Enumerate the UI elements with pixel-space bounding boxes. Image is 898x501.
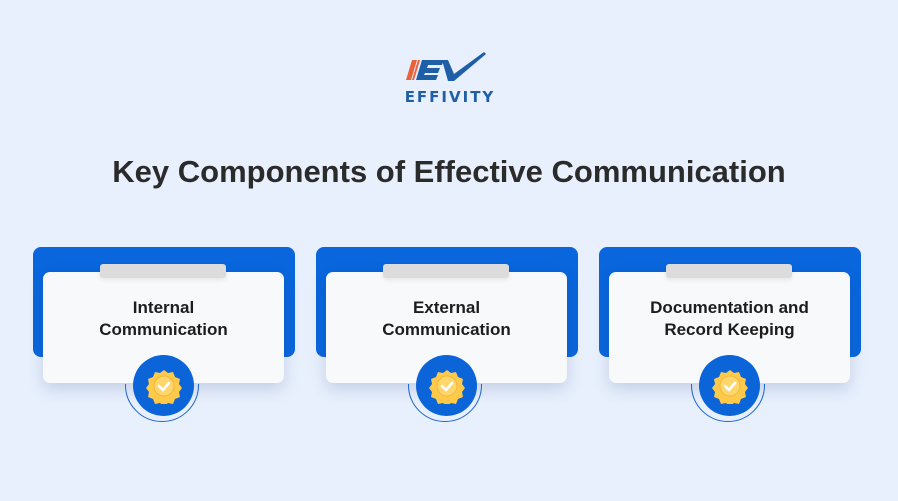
card-tab xyxy=(383,264,509,278)
badge-circle xyxy=(699,355,760,416)
card-label: Documentation and Record Keeping xyxy=(650,298,809,339)
page-title: Key Components of Effective Communicatio… xyxy=(112,154,786,189)
card-label: Internal Communication xyxy=(99,298,228,339)
component-card-documentation: Documentation and Record Keeping xyxy=(599,247,861,447)
card-label: External Communication xyxy=(382,298,511,339)
badge-circle xyxy=(133,355,194,416)
brand-name: EFFIVITY xyxy=(404,88,496,106)
component-card-external: External Communication xyxy=(316,247,578,447)
badge-circle xyxy=(416,355,477,416)
check-badge-icon xyxy=(145,369,182,404)
card-tab xyxy=(666,264,792,278)
card-tab xyxy=(100,264,226,278)
check-badge-icon xyxy=(711,369,748,404)
ev-logo-icon xyxy=(406,52,486,81)
check-badge-icon xyxy=(428,369,465,404)
component-card-internal: Internal Communication xyxy=(33,247,295,447)
effivity-logo: EFFIVITY xyxy=(384,48,516,108)
